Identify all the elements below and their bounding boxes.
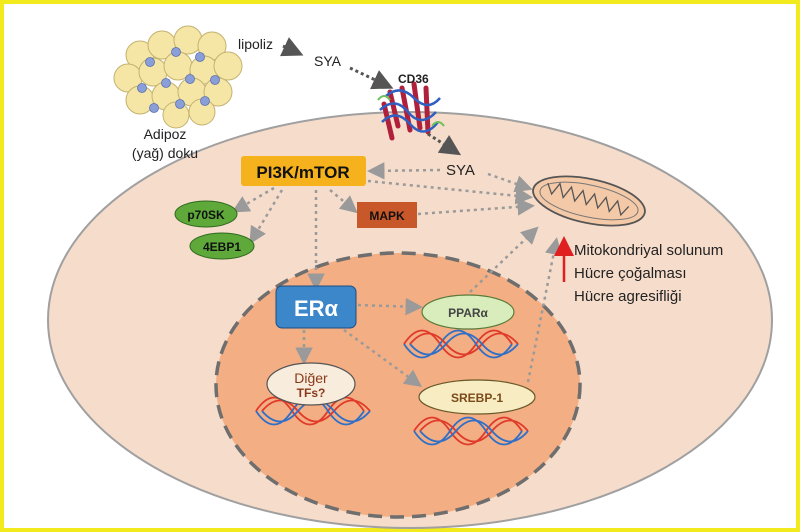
cd36-transporter bbox=[377, 81, 445, 141]
cd36-label: CD36 bbox=[398, 72, 429, 86]
effect-mitochondrial-respiration: Mitokondriyal solunum bbox=[574, 242, 723, 259]
ppar-alpha-label: PPARα bbox=[448, 306, 488, 320]
ppar-alpha-node bbox=[421, 294, 515, 330]
srebp1-node bbox=[418, 379, 536, 415]
effect-cell-proliferation: Hücre çoğalması bbox=[574, 265, 687, 282]
pi3k-mtor-box bbox=[241, 156, 366, 186]
lipolysis-arrow bbox=[279, 37, 304, 57]
er-alpha-box bbox=[275, 285, 357, 329]
4ebp1-node bbox=[189, 232, 255, 260]
p70sk-node bbox=[174, 200, 238, 228]
other-tfs-label-line1: Diğer bbox=[294, 370, 328, 386]
adipose-cluster bbox=[113, 25, 243, 129]
fa-to-cd36-arrow bbox=[349, 66, 394, 90]
lipolysis-label: lipoliz bbox=[238, 36, 273, 52]
fa-inside-label: SYA bbox=[446, 162, 475, 179]
effect-cell-aggressiveness: Hücre agresifliği bbox=[574, 288, 682, 305]
mapk-label: MAPK bbox=[369, 209, 405, 223]
er-alpha-label: ERα bbox=[294, 296, 339, 321]
other-tfs-label-line2: TFs? bbox=[297, 386, 326, 400]
p70sk-label: p70SK bbox=[187, 208, 225, 222]
4ebp1-label: 4EBP1 bbox=[203, 240, 241, 254]
signaling-arrows bbox=[231, 162, 563, 387]
other-tfs-node bbox=[266, 362, 356, 406]
adipose-label-line2: (yağ) doku bbox=[132, 145, 198, 161]
srebp1-label: SREBP-1 bbox=[451, 391, 503, 405]
fa-outside-label: SYA bbox=[314, 53, 342, 69]
pi3k-mtor-label: PI3K/mTOR bbox=[256, 163, 349, 182]
mitochondrion bbox=[532, 175, 646, 227]
mapk-box bbox=[357, 202, 417, 228]
adipose-label-line1: Adipoz bbox=[144, 126, 187, 142]
